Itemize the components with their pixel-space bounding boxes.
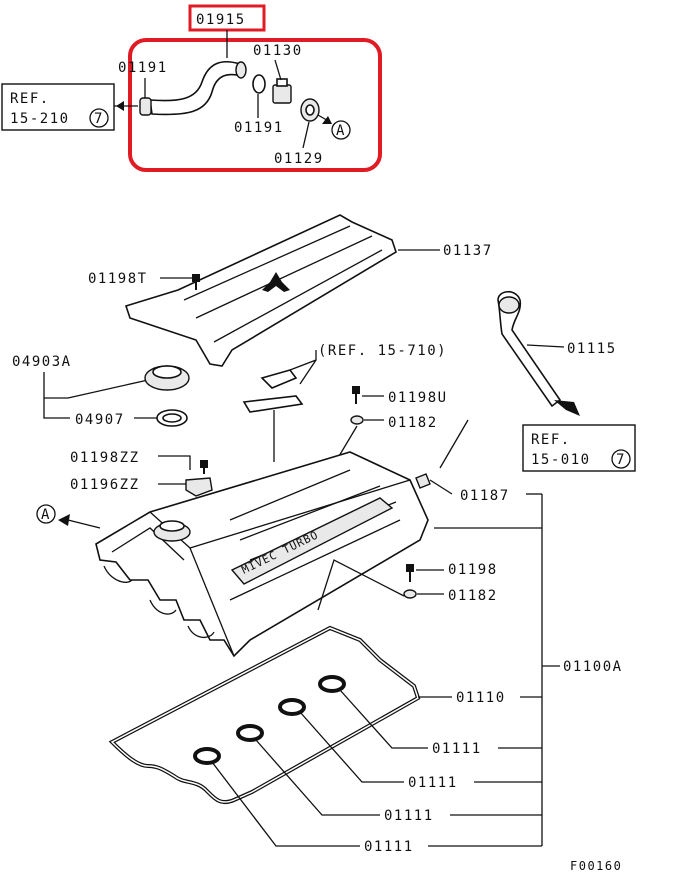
washer-01182-top — [350, 415, 364, 425]
part-label-01130[interactable]: 01130 — [253, 43, 303, 59]
part-label-01129[interactable]: 01129 — [274, 151, 324, 167]
part-label-01198t[interactable]: 01198T — [88, 271, 148, 287]
arrow-to-a-top — [322, 116, 332, 124]
connector-a-left-label: A — [41, 507, 50, 523]
bolt-01198zz — [200, 460, 208, 474]
part-label-01187[interactable]: 01187 — [460, 488, 510, 504]
part-label-01182-top[interactable]: 01182 — [388, 415, 438, 431]
part-label-01191-top[interactable]: 01191 — [118, 60, 168, 76]
spark-plug-seal-1 — [318, 675, 346, 693]
part-label-01191-mid[interactable]: 01191 — [234, 120, 284, 136]
part-label-04907[interactable]: 04907 — [75, 412, 125, 428]
spark-plug-seal-4 — [193, 747, 221, 765]
highlight-box — [128, 38, 382, 172]
bolt-01198u — [352, 386, 360, 404]
part-label-01198u[interactable]: 01198U — [388, 390, 448, 406]
part-label-01137[interactable]: 01137 — [443, 243, 493, 259]
part-label-01110[interactable]: 01110 — [456, 690, 506, 706]
ref-right-circle — [611, 449, 631, 469]
ref-left-line1: REF. — [10, 91, 50, 107]
engine-top-cover — [124, 214, 397, 367]
part-label-01182-bottom[interactable]: 01182 — [448, 588, 498, 604]
part-label-01111-c[interactable]: 01111 — [384, 808, 434, 824]
part-label-01111-b[interactable]: 01111 — [408, 775, 458, 791]
harness-clip-lower — [242, 395, 304, 413]
part-label-01198zz[interactable]: 01198ZZ — [70, 450, 140, 466]
washer-01182-bottom — [403, 589, 417, 599]
connector-a-top-label: A — [336, 123, 345, 139]
ref-right-circled: 7 — [616, 452, 624, 468]
ref-left-circle — [89, 108, 109, 128]
spark-plug-seal-2 — [278, 698, 306, 716]
part-label-04903a[interactable]: 04903A — [12, 354, 72, 370]
ref-inline-15-710[interactable]: (REF. 15-710) — [318, 343, 447, 359]
pin-01187 — [415, 473, 431, 489]
part-label-01115[interactable]: 01115 — [567, 341, 617, 357]
part-label-01111-a[interactable]: 01111 — [432, 741, 482, 757]
ref-right-line1: REF. — [531, 432, 571, 448]
ref-left-line2: 15-210 — [10, 111, 70, 127]
ref-left-circled: 7 — [94, 111, 102, 127]
clamp-01191 — [252, 74, 266, 94]
part-label-01196zz[interactable]: 01196ZZ — [70, 477, 140, 493]
cover-logo — [262, 272, 290, 292]
hose-clamp-right — [235, 61, 247, 79]
connector-a-top — [331, 120, 351, 140]
valve-cover-gasket — [108, 625, 421, 805]
ref-right-line2: 15-010 — [531, 452, 591, 468]
pcv-valve — [272, 84, 292, 104]
part-label-01111-d[interactable]: 01111 — [364, 839, 414, 855]
spark-plug-seal-3 — [236, 724, 264, 742]
part-label-01915[interactable]: 01915 — [196, 12, 246, 28]
harness-clip-upper — [260, 369, 298, 389]
bolt-01198 — [406, 564, 414, 582]
bracket-01196zz — [185, 477, 213, 497]
diagram-id: F00160 — [570, 859, 622, 873]
part-label-01100a[interactable]: 01100A — [563, 659, 623, 675]
breather-hose — [497, 290, 562, 408]
connector-a-left — [36, 504, 56, 524]
hose-clamp-left — [139, 97, 152, 116]
part-label-01198[interactable]: 01198 — [448, 562, 498, 578]
bolt-01198t — [192, 274, 200, 290]
